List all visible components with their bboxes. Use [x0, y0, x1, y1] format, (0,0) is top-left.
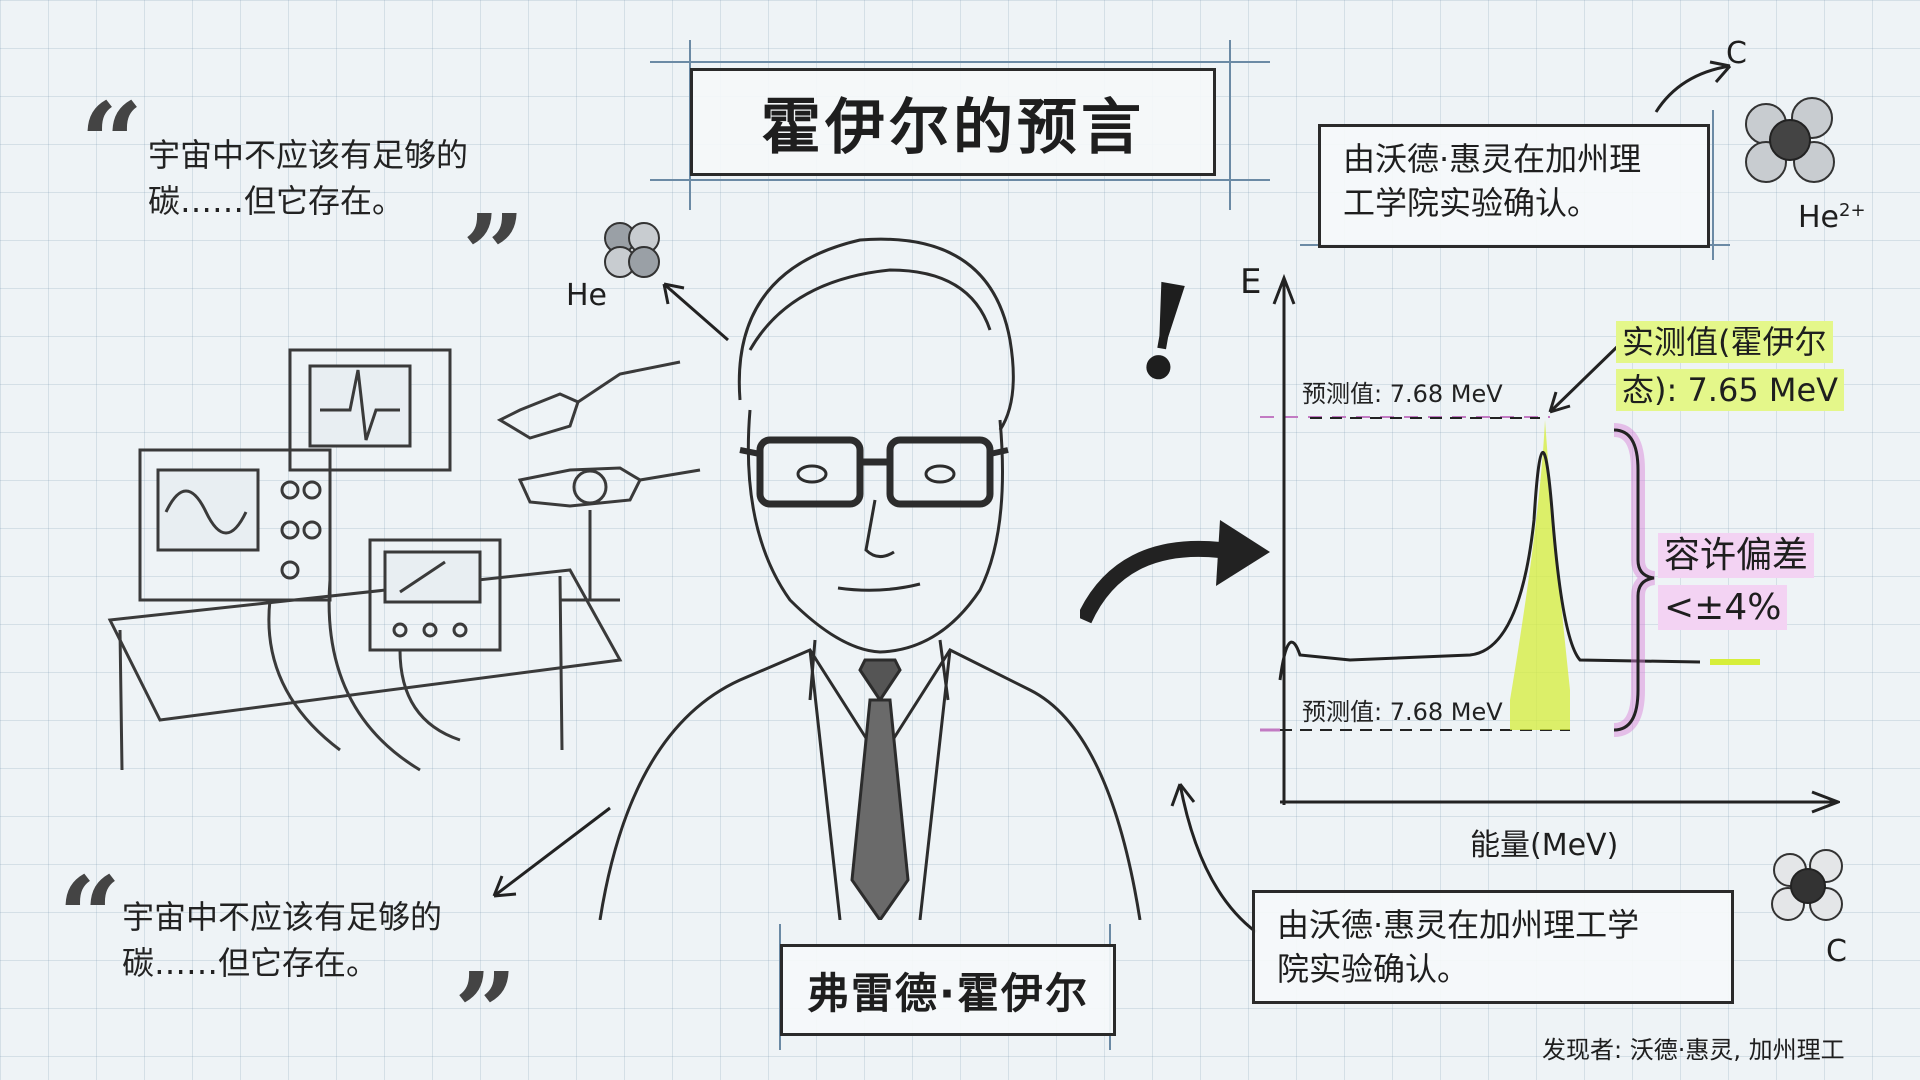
helium-ion-label: He2+: [1798, 200, 1866, 235]
helium-ion-symbol: He: [1798, 200, 1840, 235]
helium-label: He: [566, 278, 608, 313]
quote-open-icon: “: [58, 852, 122, 981]
predicted-label-upper: 预测值: 7.68 MeV: [1302, 380, 1503, 408]
quote-bottom-line2: 碳……但它存在。: [122, 944, 379, 982]
measured-value-label: 实测值(霍伊尔 态): 7.65 MeV: [1616, 318, 1845, 414]
quote-top-text: 宇宙中不应该有足够的 碳……但它存在。: [148, 132, 468, 224]
arrow-to-helium-icon: [662, 282, 729, 342]
arrow-to-carbon-icon: [1654, 60, 1732, 113]
tolerance-label: 容许偏差 <±4%: [1658, 530, 1815, 634]
page-title: 霍伊尔的预言: [690, 68, 1216, 176]
energy-graph: [1260, 273, 1840, 814]
quote-open-icon: “: [80, 78, 144, 207]
quote-bottom-line1: 宇宙中不应该有足够的: [122, 898, 443, 936]
arrow-to-peak-icon: [1548, 342, 1622, 414]
quote-close-icon: ”: [454, 948, 518, 1077]
resonance-peak-highlight: [1510, 420, 1570, 730]
note-bottom-line1: 由沃德·惠灵在加州理工学: [1277, 906, 1640, 944]
portrait-name: 弗雷德·霍伊尔: [780, 944, 1116, 1036]
tolerance-line2: <±4%: [1658, 585, 1788, 630]
note-bottom-line2: 院实验确认。: [1277, 950, 1470, 988]
predicted-band-upper-line: [1260, 416, 1550, 419]
carbon-atom-icon: [1771, 849, 1843, 921]
carbon-atom-icon: [1745, 97, 1835, 183]
arrow-to-quote-icon: [492, 806, 611, 898]
note-top-line1: 由沃德·惠灵在加州理: [1343, 140, 1642, 178]
lab-apparatus-sketch: [107, 348, 701, 772]
portrait-sketch: [598, 237, 1142, 920]
note-bottom: 由沃德·惠灵在加州理工学 院实验确认。: [1252, 890, 1734, 1004]
resonance-curve: [1278, 451, 1701, 681]
quote-top-line1: 宇宙中不应该有足够的: [148, 136, 469, 174]
discoverer-footer: 发现者: 沃德·惠灵, 加州理工: [1542, 1036, 1845, 1064]
helium-atom-icon: [604, 222, 660, 278]
note-top-line2: 工学院实验确认。: [1343, 184, 1600, 222]
carbon-label-bottom: C: [1826, 934, 1847, 969]
predicted-label-lower: 预测值: 7.68 MeV: [1302, 698, 1503, 726]
quote-close-icon: ”: [462, 190, 526, 319]
helium-ion-charge: 2+: [1839, 200, 1866, 221]
curved-arrow-icon: [1080, 520, 1270, 624]
measured-line1: 实测值(霍伊尔: [1616, 321, 1833, 363]
quote-top-line2: 碳……但它存在。: [148, 182, 405, 220]
carbon-label-top: C: [1726, 36, 1747, 71]
note-top: 由沃德·惠灵在加州理 工学院实验确认。: [1318, 124, 1710, 248]
graph-y-label: E: [1240, 262, 1262, 302]
arrow-from-note-icon: [1170, 783, 1257, 934]
measured-line2: 态): 7.65 MeV: [1616, 369, 1845, 411]
graph-x-label: 能量(MeV): [1470, 828, 1619, 863]
tolerance-line1: 容许偏差: [1658, 533, 1815, 578]
quote-bottom-text: 宇宙中不应该有足够的 碳……但它存在。: [122, 894, 442, 986]
